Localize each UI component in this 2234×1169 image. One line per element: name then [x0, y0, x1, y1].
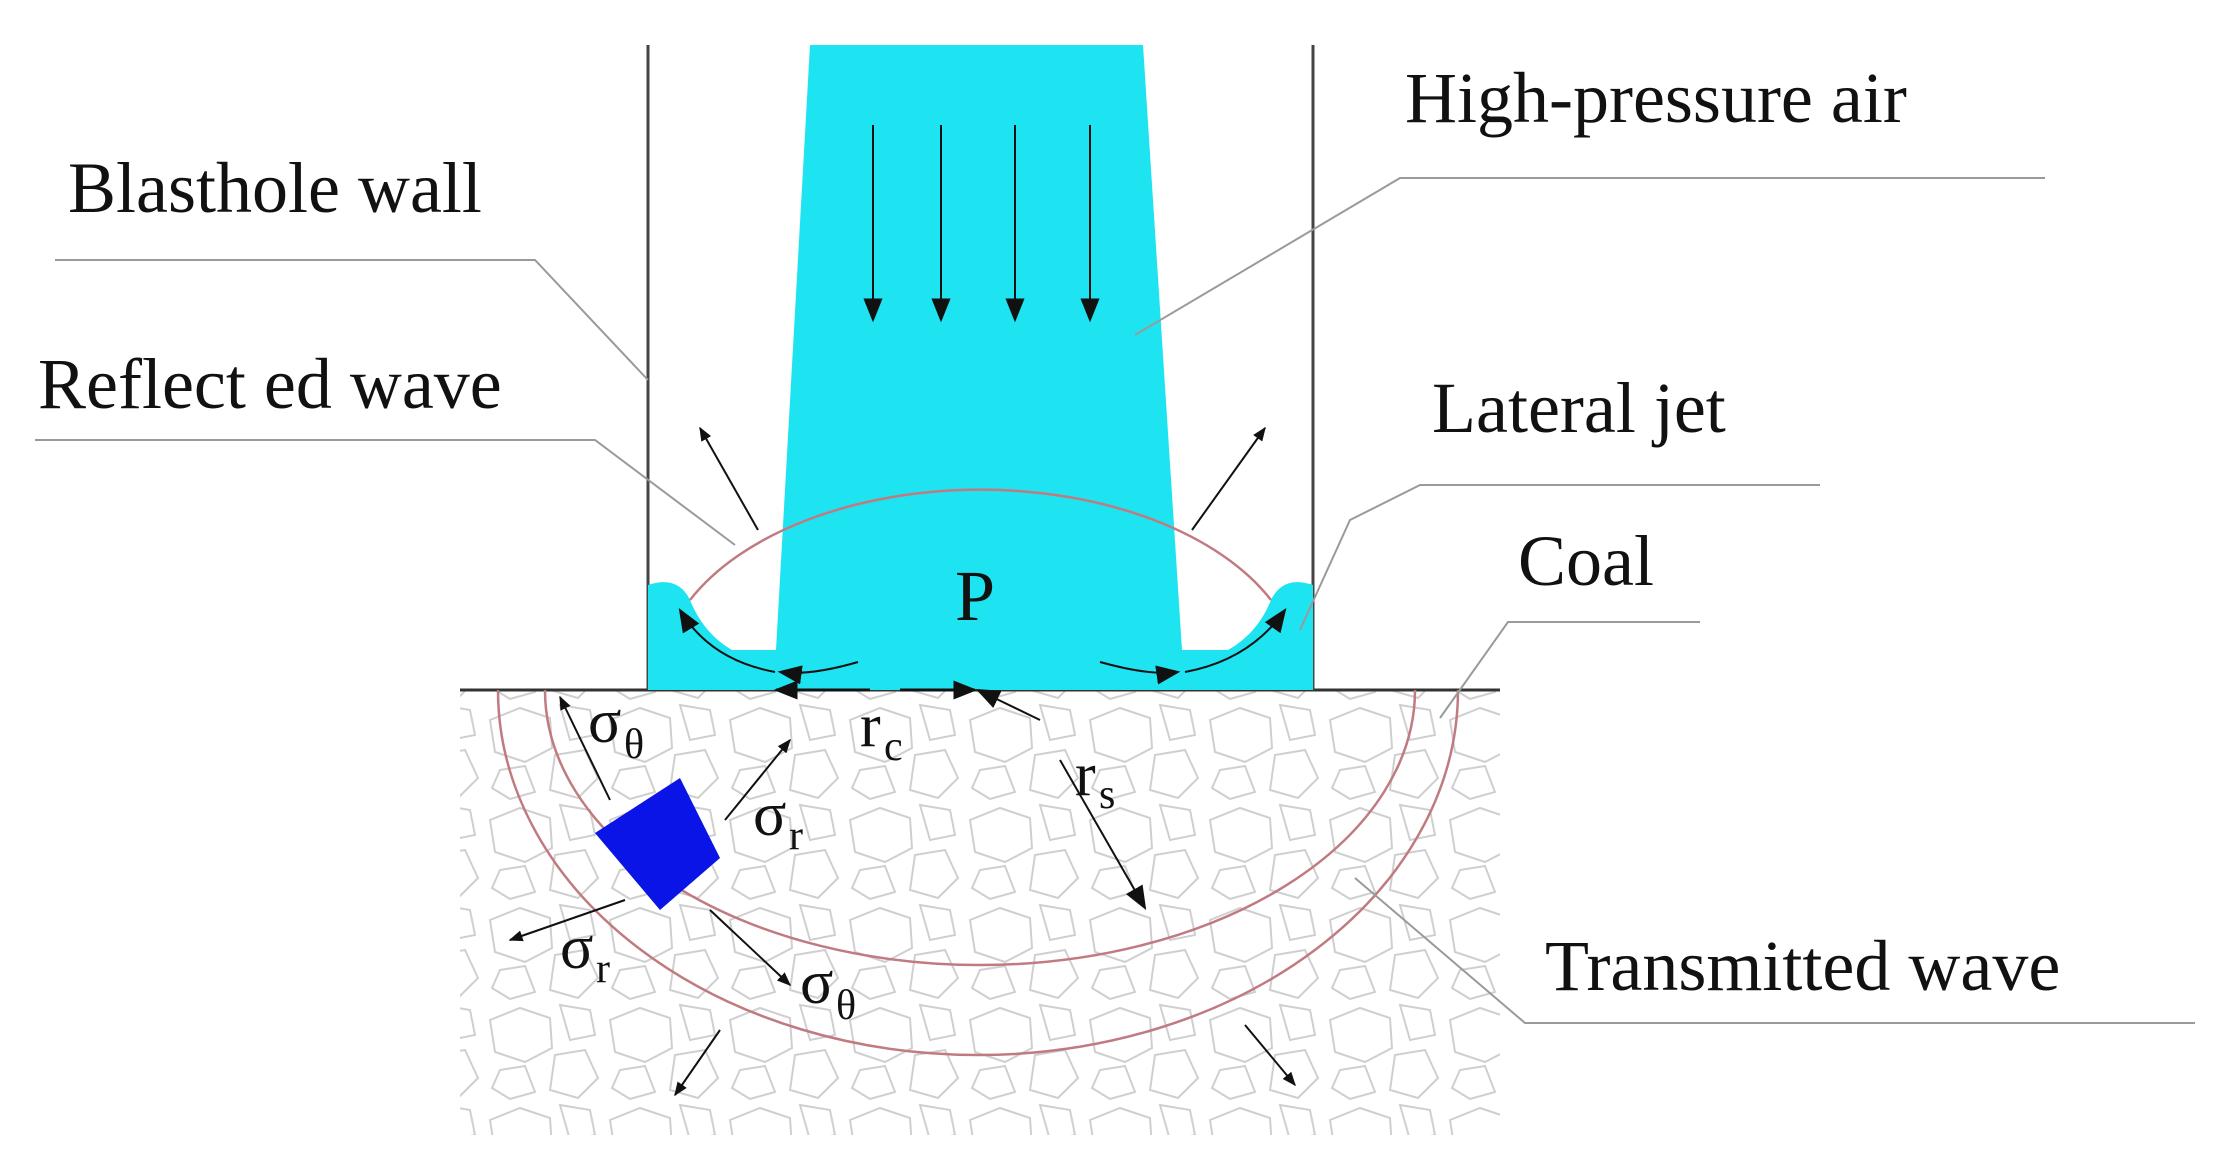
svg-text:σ: σ: [753, 781, 786, 849]
blasthole: [646, 45, 1315, 690]
svg-text:σ: σ: [800, 949, 833, 1017]
label-rs: r s: [1075, 741, 1115, 818]
label-sigma-r-left: σ r: [560, 914, 610, 992]
label-transmitted-wave: Transmitted wave: [1545, 926, 2060, 1006]
leader-reflected-wave: [35, 439, 736, 546]
svg-text:r: r: [860, 692, 881, 760]
svg-text:σ: σ: [560, 914, 593, 982]
label-lateral-jet: Lateral jet: [1432, 368, 1726, 448]
label-reflected-wave: Reflect ed wave: [38, 344, 502, 424]
leader-lateral-jet: [1299, 484, 1820, 631]
outer-transmitted-wave: [496, 689, 1460, 1057]
label-pressure: P: [955, 556, 995, 636]
reflected-wave-arc: [689, 488, 1272, 601]
inner-transmitted-wave: [543, 689, 1417, 967]
label-sigma-theta-bottom: σ θ: [800, 949, 856, 1029]
left-lateral-jet: [648, 582, 776, 690]
coal-body: [460, 688, 1500, 1135]
svg-text:θ: θ: [624, 722, 644, 768]
svg-text:c: c: [884, 724, 903, 770]
leader-coal: [1439, 621, 1700, 719]
right-lateral-jet: [1182, 582, 1313, 690]
label-blasthole-wall: Blasthole wall: [68, 148, 482, 228]
svg-text:θ: θ: [836, 983, 856, 1029]
stress-element: [595, 778, 720, 910]
svg-text:s: s: [1099, 772, 1115, 818]
svg-text:r: r: [789, 813, 803, 859]
label-sigma-theta-top: σ θ: [588, 688, 644, 768]
svg-text:σ: σ: [588, 688, 621, 756]
label-coal: Coal: [1518, 521, 1654, 601]
label-high-pressure-air: High-pressure air: [1405, 58, 1907, 138]
leader-transmitted-wave: [1354, 877, 2195, 1024]
label-rc: r c: [860, 692, 903, 770]
svg-text:r: r: [1075, 741, 1096, 809]
svg-text:r: r: [596, 946, 610, 992]
label-sigma-r-right: σ r: [753, 781, 803, 859]
leader-blasthole-wall: [55, 259, 649, 381]
leader-high-pressure-air: [1134, 177, 2045, 336]
